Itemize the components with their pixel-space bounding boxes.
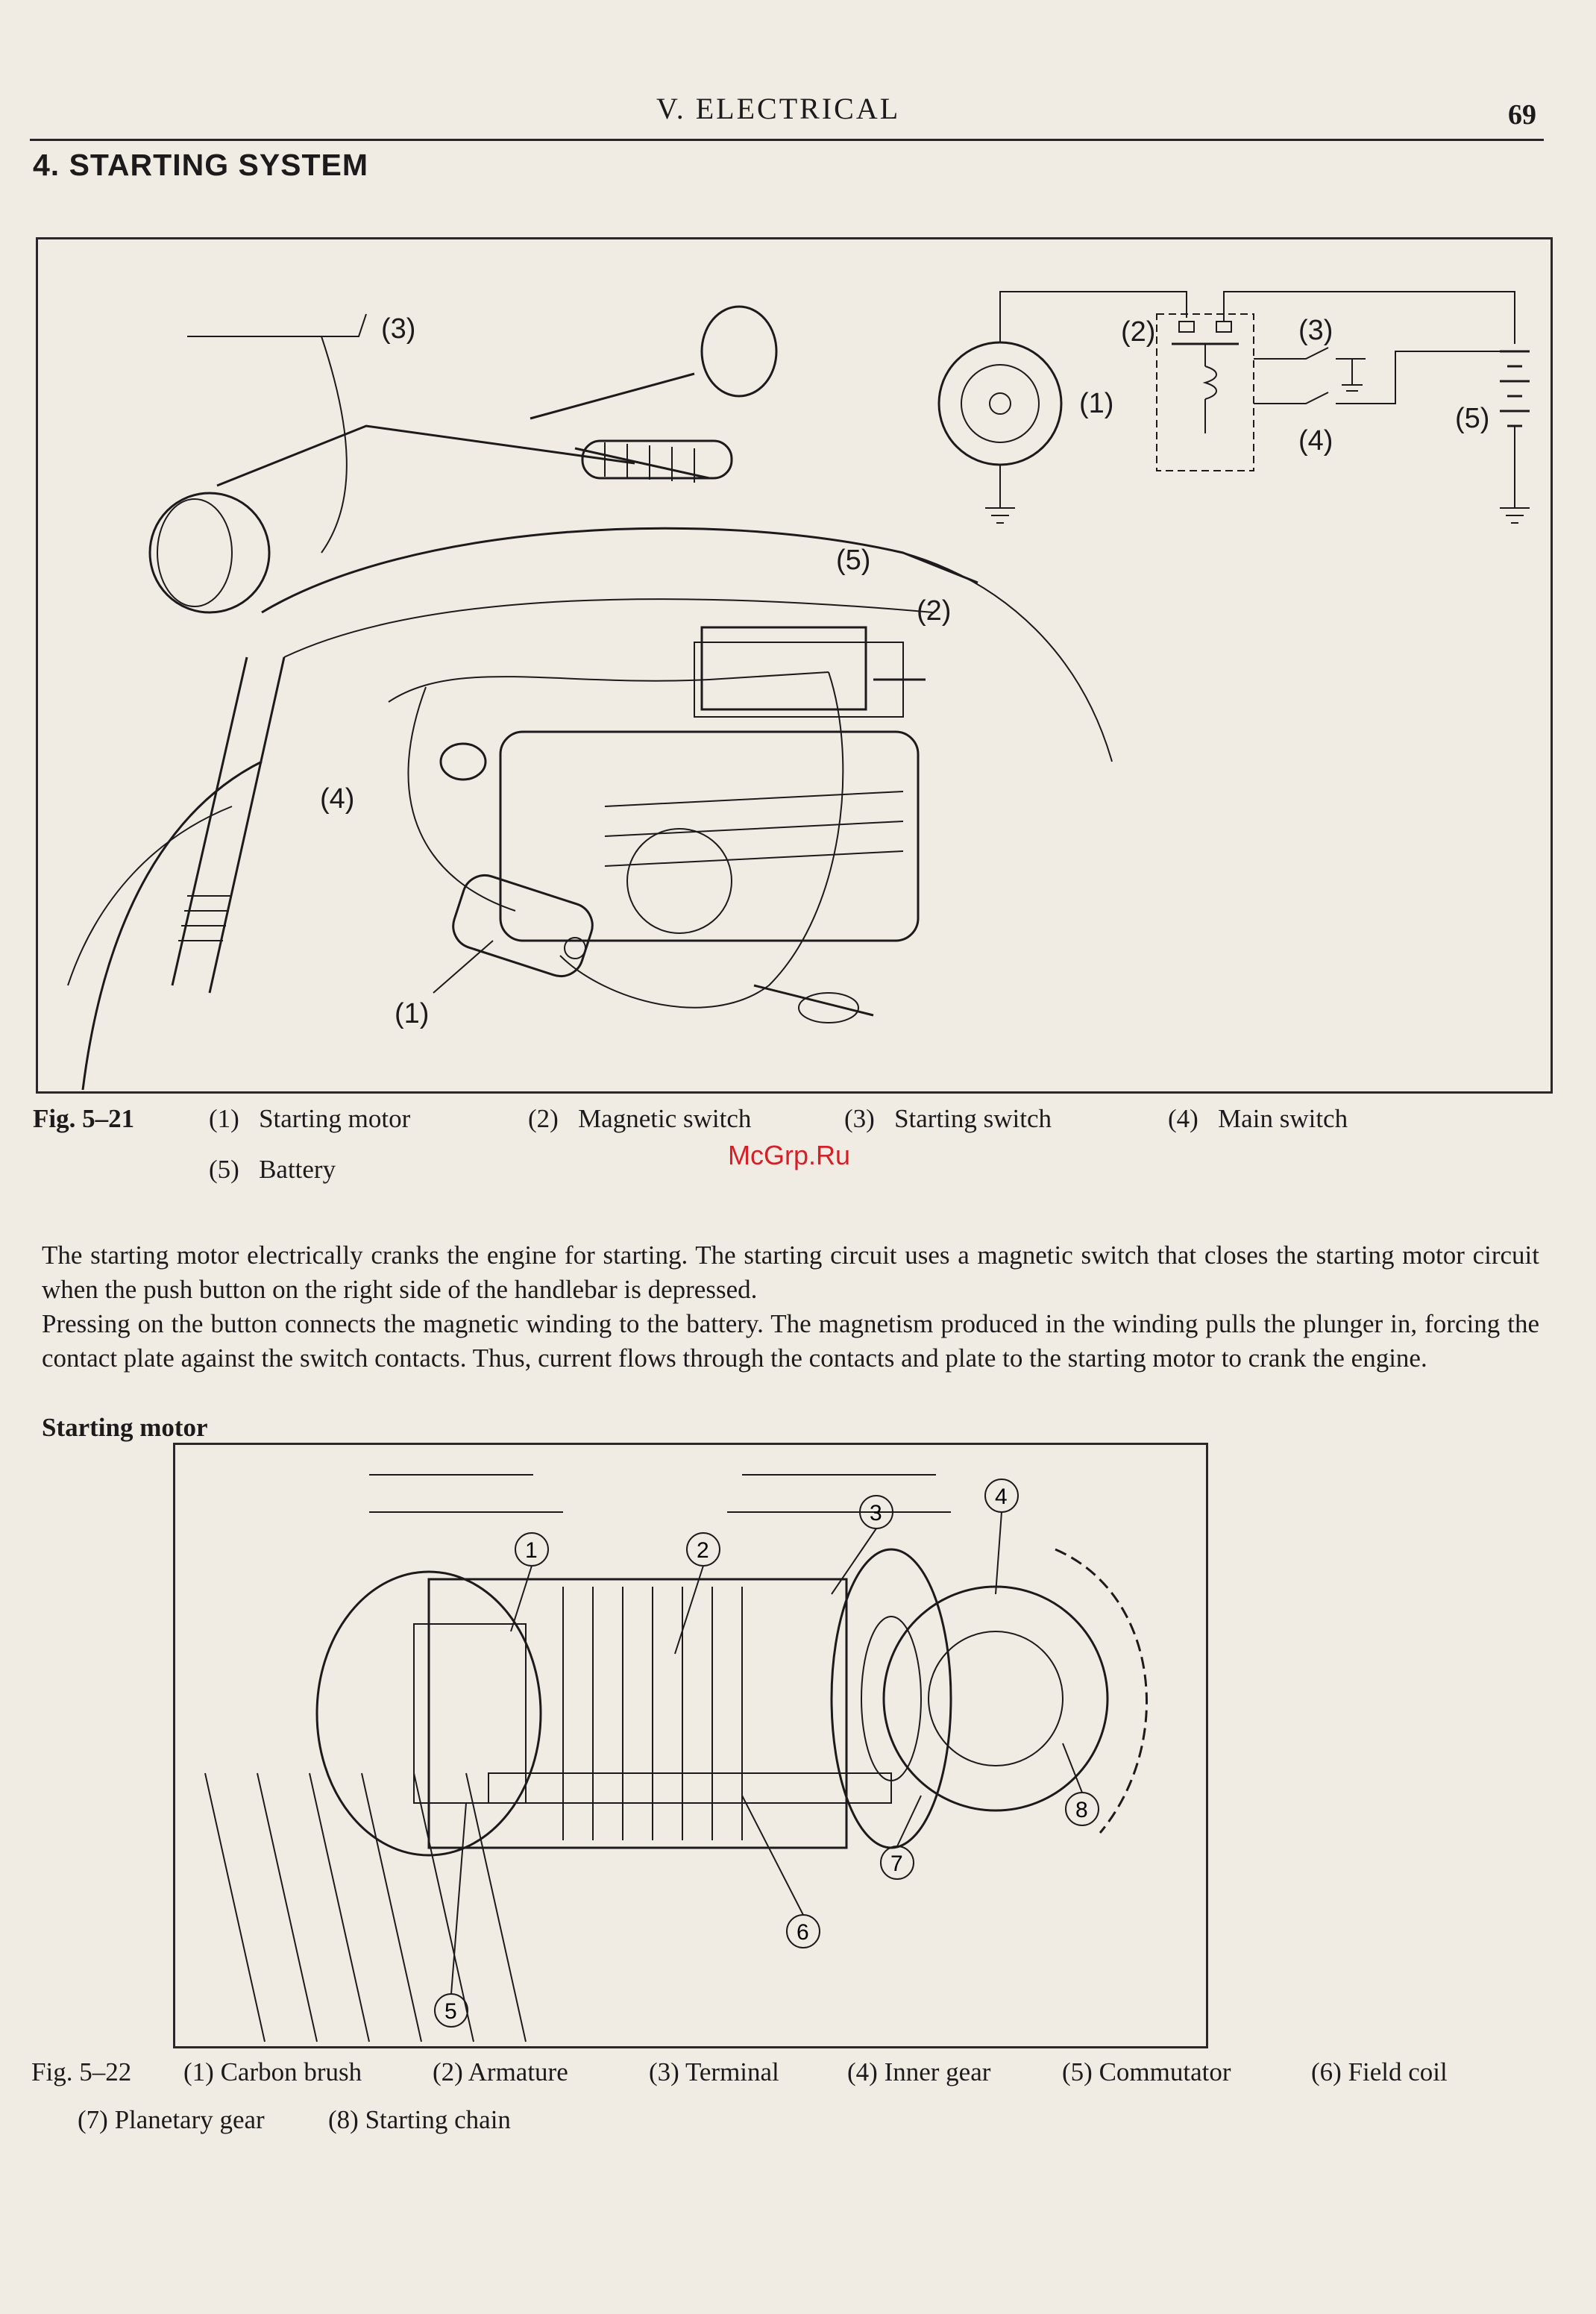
paragraph-1: The starting motor electrically cranks t… [42,1241,1539,1304]
section-title: 4. STARTING SYSTEM [33,148,369,182]
caption2-item-1: (1) Carbon brush [183,2057,362,2086]
caption-item-5: (5) Battery [209,1155,336,1184]
callout-5: (5) [836,545,870,576]
front-wheel-drawing [67,656,286,1091]
caption2-item-4: (4) Inner gear [847,2057,991,2086]
starting-chain-drawing [1055,1548,1148,1834]
figure-5-21-caption-label: Fig. 5–21 [33,1104,135,1133]
callout-1: 1 [525,1538,538,1563]
schematic-label-1: (1) [1079,388,1113,419]
wiring-harness-drawing [388,626,926,1009]
page-number: 69 [1508,99,1536,131]
watermark: McGrp.Ru [728,1140,851,1170]
caption2-item-8: (8) Starting chain [328,2105,511,2134]
engine-fins-drawing [204,1474,951,2042]
caption-item-1: (1) Starting motor [209,1104,411,1133]
headlight-drawing [148,492,271,614]
callout-4: 4 [995,1484,1008,1509]
callout-1: (1) [395,998,429,1029]
callout-circles [434,1479,1099,2028]
schematic-label-3: (3) [1298,315,1333,346]
callout-7: 7 [890,1851,903,1876]
motor-housing-drawing [315,1570,892,1857]
wiring-schematic [937,291,1530,524]
engine-drawing [499,730,920,1023]
schematic-label-2: (2) [1121,316,1155,348]
schematic-label-4: (4) [1298,425,1333,457]
caption2-item-7: (7) Planetary gear [78,2105,265,2134]
callout-2: 2 [697,1538,709,1563]
callout-2: (2) [917,595,951,627]
caption-item-3: (3) Starting switch [844,1104,1052,1133]
caption-item-4: (4) Main switch [1168,1104,1348,1133]
figure-5-22-caption-label: Fig. 5–22 [31,2057,132,2086]
starting-motor-cutaway: 1 2 3 4 5 6 7 8 [204,1474,1148,2042]
caption2-item-2: (2) Armature [433,2057,568,2086]
schematic-label-5: (5) [1455,403,1489,434]
caption2-item-5: (5) Commutator [1062,2057,1231,2086]
chapter-title: V. ELECTRICAL [656,92,901,125]
motorcycle-wiring-illustration: (3) (5) (2) (4) (1) (2) (3) [67,291,1530,1091]
starting-motor-heading: Starting motor [42,1413,208,1442]
callout-5: 5 [444,1999,457,2024]
callout-6: 6 [797,1920,809,1945]
callout-3: 3 [870,1501,882,1526]
starting-motor-drawing [452,874,594,978]
frame-drawing [261,527,1113,762]
callout-8: 8 [1075,1798,1088,1822]
header-rule [30,139,1544,141]
caption2-item-6: (6) Field coil [1311,2057,1448,2086]
body-text: The starting motor electrically cranks t… [42,1238,1539,1376]
figure-5-22: 1 2 3 4 5 6 7 8 [173,1443,1208,2048]
callout-3: (3) [381,313,415,345]
paragraph-2: Pressing on the button connects the magn… [42,1309,1539,1373]
callout-4: (4) [320,783,354,815]
figure-5-21: (3) (5) (2) (4) (1) (2) (3) [36,237,1553,1094]
handlebar-drawing [187,305,778,554]
caption-item-2: (2) Magnetic switch [528,1104,752,1133]
caption2-item-3: (3) Terminal [649,2057,779,2086]
